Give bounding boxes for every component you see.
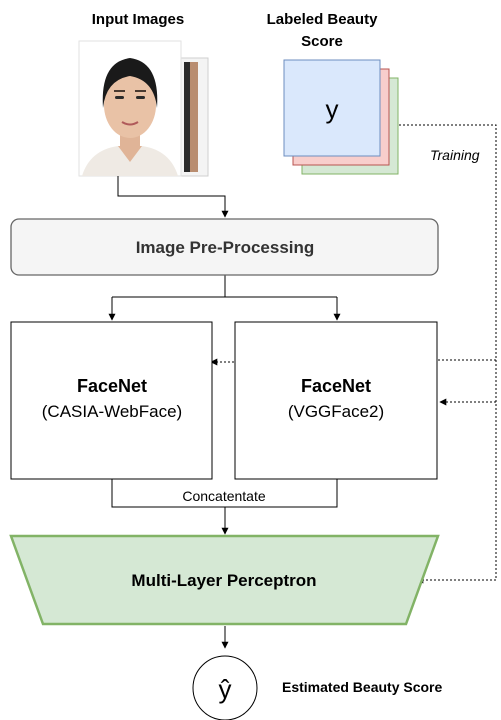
facenet-casia-box bbox=[10, 321, 213, 480]
facenet-casia-subtitle: (CASIA-WebFace) bbox=[42, 402, 182, 421]
facenet-casia-title: FaceNet bbox=[77, 376, 147, 396]
facenet-vggface2-subtitle: (VGGFace2) bbox=[288, 402, 384, 421]
labeled-score-label-line2: Score bbox=[301, 33, 343, 50]
mlp-trapezoid bbox=[9, 534, 440, 626]
facenet-vggface2-box bbox=[234, 321, 438, 480]
output-circle bbox=[192, 655, 258, 720]
preprocessing-box bbox=[10, 218, 439, 276]
training-label: Training bbox=[430, 147, 480, 163]
input-images-label: Input Images bbox=[92, 11, 185, 28]
y-label: y bbox=[326, 94, 339, 124]
flow-connectors bbox=[108, 176, 341, 649]
preprocessing-label: Image Pre-Processing bbox=[136, 238, 315, 257]
concatenate-label: Concatentate bbox=[182, 488, 265, 504]
labeled-score-label-line1: Labeled Beauty bbox=[267, 11, 379, 28]
y-hat-label: ŷ bbox=[219, 674, 232, 704]
input-face-photos bbox=[78, 40, 209, 177]
estimated-score-label: Estimated Beauty Score bbox=[282, 679, 442, 695]
labeled-score-stack bbox=[283, 59, 399, 175]
facenet-vggface2-title: FaceNet bbox=[301, 376, 371, 396]
mlp-label: Multi-Layer Perceptron bbox=[131, 571, 316, 590]
